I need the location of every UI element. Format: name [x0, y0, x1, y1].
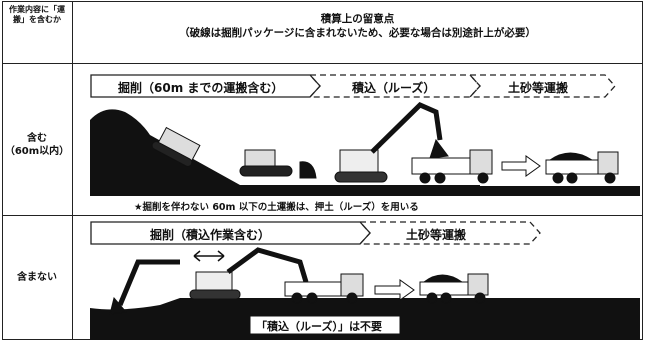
label-excavation-row2: 掘削（積込作業含む） [150, 228, 271, 242]
label-transport-row1: 土砂等運搬 [508, 81, 569, 95]
note-box-row2 [249, 315, 401, 335]
note-row1: ★掘削を伴わない 60m 以下の土運搬は、押土（ルーズ）を用いる [134, 202, 419, 213]
dump-truck-icon [411, 149, 493, 184]
dump-truck-row2-icon [284, 273, 364, 304]
label-loading-row1: 積込（ルーズ） [352, 81, 436, 95]
row-divider [2, 215, 643, 216]
arrow-excavation-row2 [90, 221, 371, 245]
row1-label: 含む [27, 133, 47, 144]
bulldozer-2-icon [239, 149, 317, 179]
row1-label-block: 含む （60m以内） [4, 132, 70, 158]
row2-label: 含まない [17, 272, 57, 283]
header-divider [2, 63, 643, 64]
arrow-transport-row2 [358, 221, 541, 245]
header-title: 積算上の留意点 [320, 13, 395, 25]
hill-slope [90, 109, 480, 196]
excavator-pit-icon [109, 259, 180, 315]
header-title-block: 積算上の留意点 （破線は掘削パッケージに含まれないため、必要な場合は別途計上が必… [74, 12, 641, 40]
flow-arrow-row2-icon [374, 279, 415, 301]
row1-sublabel: （60m以内） [4, 146, 70, 157]
ground-row1 [460, 186, 640, 196]
label-transport-row2: 土砂等運搬 [406, 228, 467, 242]
header-left-label: 作業内容に「運搬」を含むか [9, 5, 65, 24]
header-subtitle: （破線は掘削パッケージに含まれないため、必要な場合は別途計上が必要） [179, 27, 536, 39]
arrow-transport-row1 [468, 74, 616, 98]
note-row2: 「積込（ルーズ）」は不要 [256, 320, 382, 333]
excavator-icon [334, 102, 449, 183]
column-divider [72, 1, 73, 340]
arrow-excavation-row1 [90, 74, 321, 98]
double-arrow-icon [193, 250, 225, 262]
bulldozer-icon [151, 126, 201, 167]
loaded-truck-icon [545, 151, 619, 184]
excavator-row2-icon [189, 247, 309, 300]
flow-arrow-icon [501, 155, 541, 177]
loaded-truck-row2-icon [419, 273, 489, 304]
label-excavation-row1: 掘削（60m までの運搬含む） [118, 81, 284, 95]
